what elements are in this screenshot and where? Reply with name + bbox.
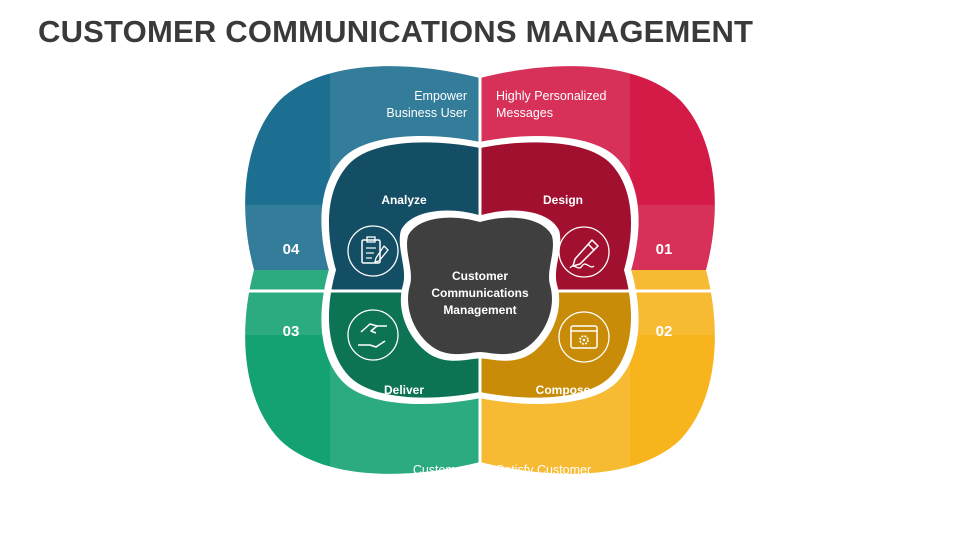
q2-number: 02 <box>656 323 673 340</box>
q4-outer-line-2: Business User <box>386 106 467 120</box>
handshake-icon <box>347 309 399 361</box>
clipboard-pen-icon <box>347 225 399 277</box>
q4-number: 04 <box>283 241 300 258</box>
center-line-2: Communications <box>431 286 529 300</box>
q3-stage: Deliver <box>384 383 424 397</box>
page-title: CUSTOMER COMMUNICATIONS MANAGEMENT <box>38 14 754 49</box>
q4-stage: Analyze <box>381 193 427 207</box>
q2-outer-line-2: Preferences <box>496 480 563 494</box>
q3-number: 03 <box>283 323 300 340</box>
q3-outer-line-2: Experience Mgmt. <box>366 480 467 494</box>
q1-outer-line-2: Messages <box>496 106 553 120</box>
q3-outer-line-1: Customer <box>413 463 467 477</box>
center-line-3: Management <box>443 303 516 317</box>
center-line-1: Customer <box>452 269 508 283</box>
q4-outer-line-1: Empower <box>414 89 467 103</box>
pen-signature-icon <box>558 226 610 278</box>
q1-stage: Design <box>543 193 583 207</box>
q2-outer-line-1: Satisfy Customer <box>496 463 591 477</box>
q2-stage: Compose <box>536 383 591 397</box>
q1-number: 01 <box>656 241 673 258</box>
center-hub <box>407 217 553 355</box>
browser-gear-icon <box>558 311 610 363</box>
q1-outer-line-1: Highly Personalized <box>496 89 607 103</box>
